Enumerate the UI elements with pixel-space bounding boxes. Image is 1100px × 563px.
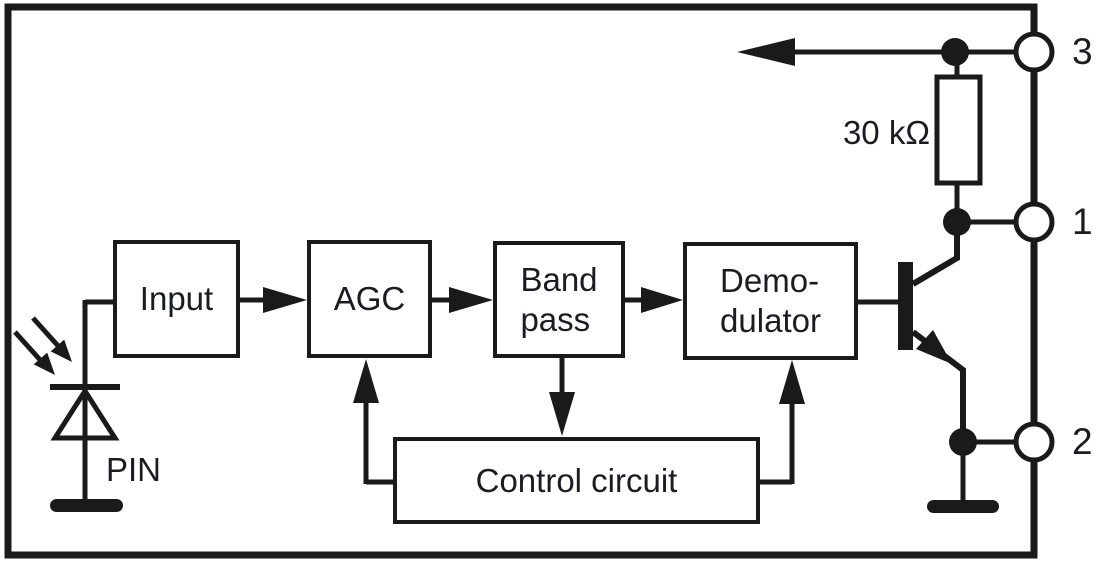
signal-output-arrow [737,38,1034,66]
block-control-circuit-label: Control circuit [475,461,678,499]
block-control-circuit: Control circuit [393,437,760,524]
pin-1-label: 1 [1072,201,1093,242]
block-agc-label: AGC [333,280,406,317]
arrow-control-to-demodulator [760,360,805,485]
package-border [4,3,1038,559]
arrow-input-to-agc [240,287,307,313]
block-demodulator-label: Demo- dulator [720,262,821,339]
block-input: Input [113,240,240,358]
pin-3-label: 3 [1072,31,1093,72]
arrow-bandpass-to-control [549,358,575,436]
block-input-label: Input [139,280,214,317]
arrow-agc-to-bandpass [432,287,493,313]
arrow-bandpass-to-demodulator [625,287,683,313]
photodiode-label: PIN [106,451,162,488]
block-bandpass: Band pass [493,241,625,358]
resistor-symbol [934,52,983,222]
block-bandpass-label: Band pass [520,260,598,338]
npn-transistor-symbol [856,224,966,442]
arrow-control-to-agc [353,359,393,485]
pin-2-label: 2 [1072,421,1093,462]
block-agc: AGC [307,240,432,358]
block-demodulator: Demo- dulator [683,242,858,360]
incident-light-arrows [13,316,72,375]
junction-dots [941,38,977,456]
pin-terminal-circles [1013,31,1055,463]
pin-photodiode-symbol [50,299,123,512]
resistor-value-label: 30 kΩ [842,114,930,151]
